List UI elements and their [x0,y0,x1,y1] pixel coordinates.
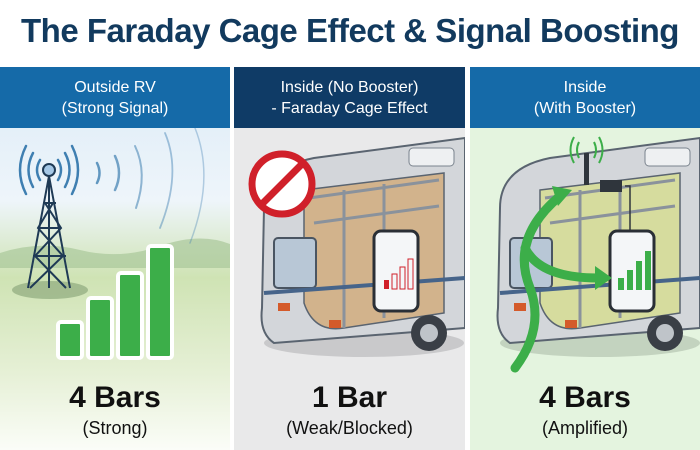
header-line2: - Faraday Cage Effect [271,99,428,117]
panel-header: Inside (No Booster) - Faraday Cage Effec… [234,67,465,128]
panel-header: Outside RV (Strong Signal) [0,67,230,128]
header-line1: Outside RV [74,78,156,96]
panel-header: Inside (With Booster) [470,67,700,128]
result-label: 1 Bar [311,381,388,414]
header-line1: Inside (No Booster) [280,78,419,96]
panel-outside-rv: Outside RV (Strong Signal) 4 Bars (S [0,67,230,450]
result-note: (Strong) [82,418,148,438]
signal-waves-icon [18,128,205,244]
result-label: 4 Bars [69,381,161,414]
phone-icon [372,229,420,313]
arrow-icon [510,191,603,373]
rv-with-booster-illustration [496,136,700,373]
header-line2: (With Booster) [533,99,637,117]
panel-inside-with-booster: Inside (With Booster) [470,67,700,450]
outside-illustration [0,128,230,360]
antenna-icon [569,136,604,185]
header-line2: (Strong Signal) [61,99,169,117]
panel-inside-no-booster: Inside (No Booster) - Faraday Cage Effec… [234,67,465,450]
signal-bars-icon [56,244,174,360]
header-line1: Inside [563,78,607,96]
rv-no-booster-illustration [248,136,465,357]
result-note: (Weak/Blocked) [286,418,413,438]
page-title: The Faraday Cage Effect & Signal Boostin… [21,12,679,49]
no-symbol-icon [248,150,316,218]
result-note: (Amplified) [541,418,629,438]
cell-tower-icon [12,163,88,299]
phone-icon [608,229,656,313]
result-label: 4 Bars [539,381,631,414]
